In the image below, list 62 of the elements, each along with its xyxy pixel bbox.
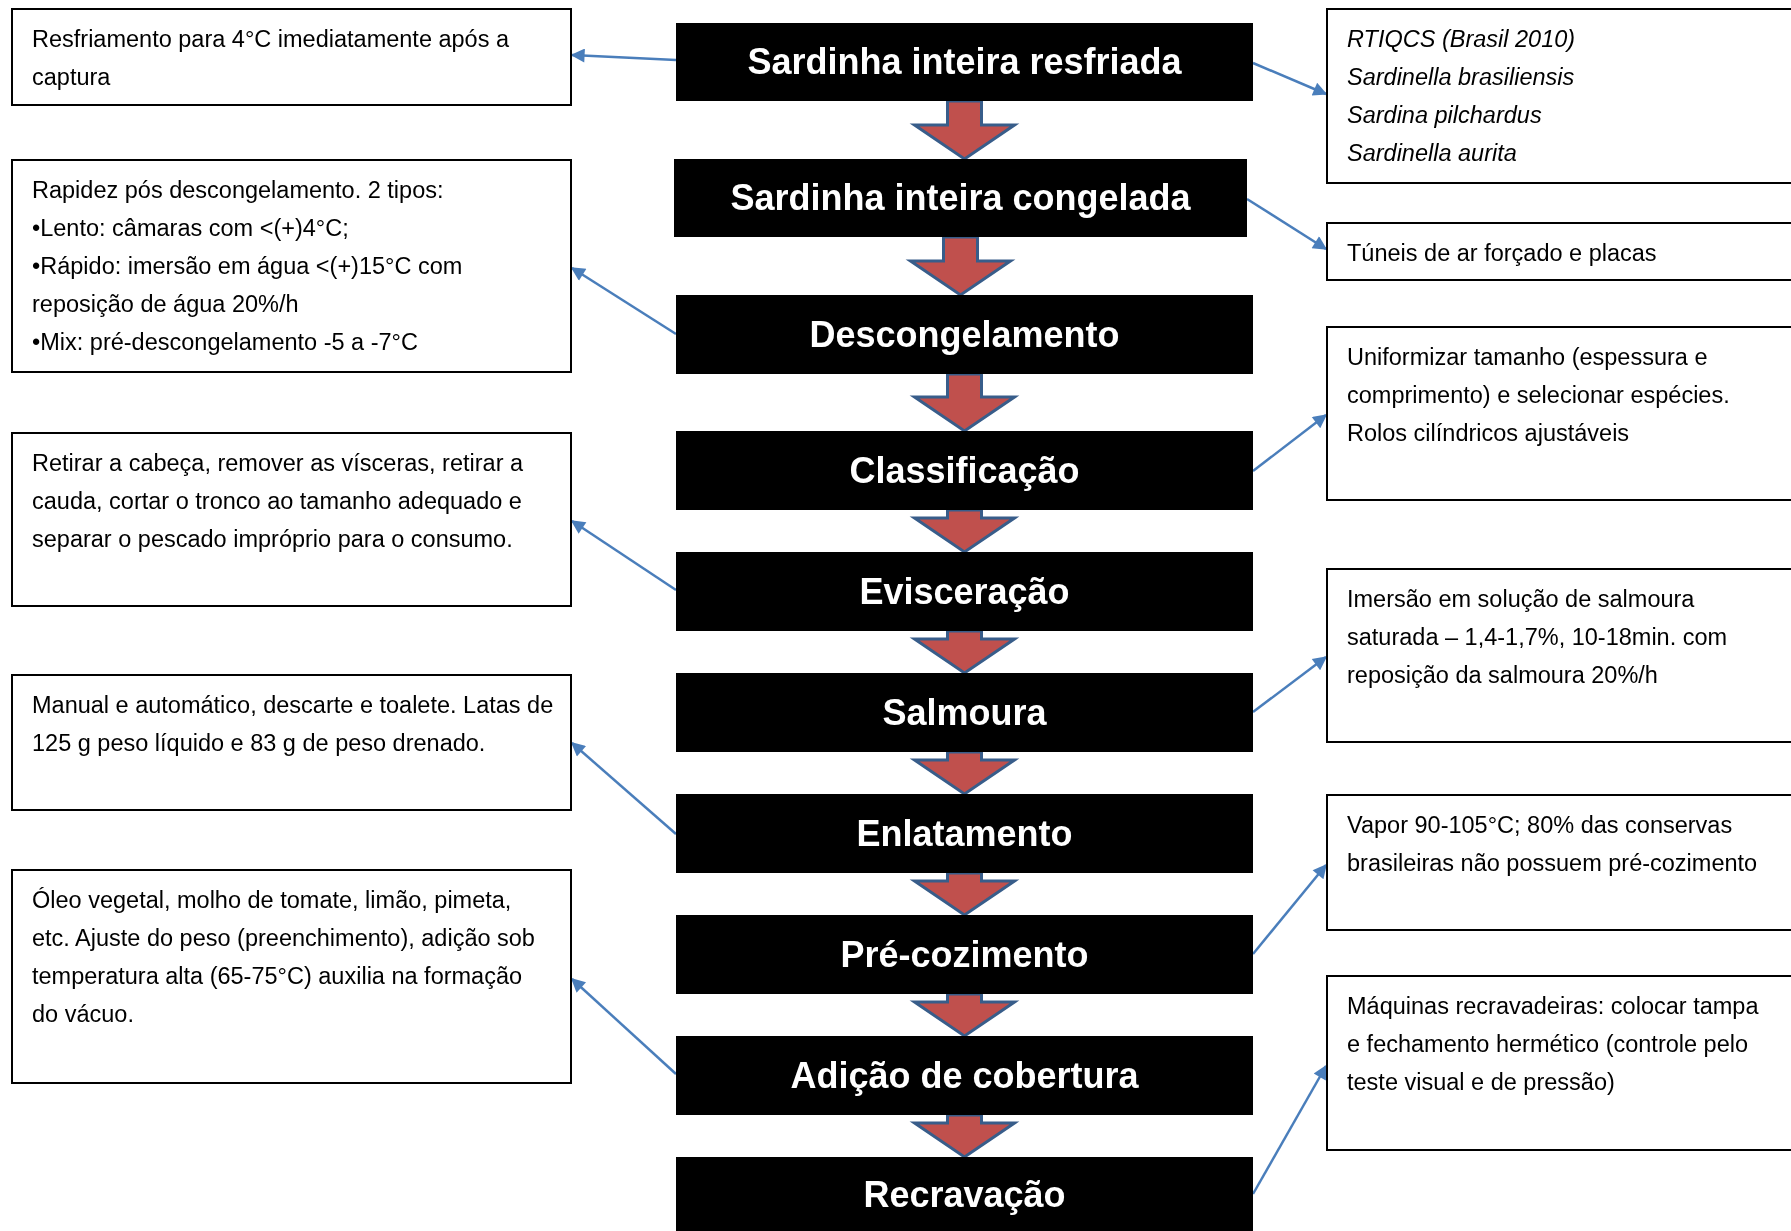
note-text: Rapidez pós descongelamento. 2 tipos: <box>32 176 445 205</box>
block-arrow <box>909 629 1020 675</box>
note-text: •Lento: câmaras com <(+)4°C; <box>32 214 350 243</box>
leader-arrow <box>1246 197 1328 251</box>
step-label: Adição de cobertura <box>790 1054 1139 1097</box>
note-box <box>1326 222 1791 281</box>
block-arrow <box>909 871 1020 917</box>
process-box <box>676 673 1253 752</box>
note-box <box>1326 794 1791 931</box>
note-box <box>11 159 572 373</box>
block-arrow <box>909 992 1020 1038</box>
note-text: Sardina pilchardus <box>1347 101 1543 130</box>
note-box <box>11 432 572 607</box>
leader-arrow <box>1252 414 1328 472</box>
note-text: Resfriamento para 4°C imediatamente após a captura <box>32 25 511 92</box>
note-text: Sardinella brasiliensis <box>1347 63 1576 92</box>
process-box <box>674 159 1247 237</box>
step-label: Descongelamento <box>809 313 1120 356</box>
process-box <box>676 23 1253 101</box>
note-text: •Mix: pré-descongelamento -5 a -7°C <box>32 328 419 357</box>
step-label: Sardinha inteira congelada <box>730 177 1191 219</box>
step-label: Sardinha inteira resfriada <box>747 41 1182 83</box>
note-box <box>1326 8 1791 184</box>
note-text: Túneis de ar forçado e placas <box>1347 239 1658 268</box>
note-text: RTIQCS (Brasil 2010) <box>1347 25 1577 54</box>
note-text: Imersão em solução de salmoura saturada – 1,4-1,7%, 10-18min. com reposição da salmoura 20%/h <box>1347 585 1729 690</box>
note-text: •Rápido: imersão em água <(+)15°C com reposição de água 20%/h <box>32 252 464 319</box>
note-text: Retirar a cabeça, remover as vísceras, retirar a cauda, cortar o tronco ao tamanho adequado e separar o pescado impróprio para o consumo. <box>32 449 525 554</box>
note-box <box>11 8 572 106</box>
note-text: Sardinella aurita <box>1347 139 1518 168</box>
process-box <box>676 794 1253 873</box>
process-box <box>676 1157 1253 1231</box>
process-box <box>676 1036 1253 1115</box>
step-label: Recravação <box>863 1174 1066 1216</box>
process-box <box>676 295 1253 374</box>
leader-arrow <box>1252 656 1328 713</box>
block-arrow <box>909 508 1020 554</box>
note-text: Máquinas recravadeiras: colocar tampa e fechamento hermético (controle pelo teste visual e de pressão) <box>1347 992 1760 1097</box>
note-box <box>1326 975 1791 1151</box>
leader-arrow <box>1252 863 1327 955</box>
process-box <box>676 552 1253 631</box>
block-arrow <box>909 99 1020 161</box>
note-text: Uniformizar tamanho (espessura e comprimento) e selecionar espécies. Rolos cilíndricos ajustáveis <box>1347 343 1731 448</box>
block-arrow <box>909 372 1020 433</box>
block-arrow <box>905 235 1016 297</box>
leader-arrow <box>1252 61 1328 96</box>
step-label: Salmoura <box>882 691 1047 734</box>
note-box <box>11 674 572 811</box>
step-label: Enlatamento <box>856 812 1073 855</box>
step-label: Pré-cozimento <box>840 933 1089 976</box>
note-box <box>1326 568 1791 743</box>
note-text: Manual e automático, descarte e toalete. Latas de 125 g peso líquido e 83 g de peso drenado. <box>32 691 554 758</box>
block-arrow <box>909 750 1020 796</box>
process-box <box>676 915 1253 994</box>
step-label: Evisceração <box>859 570 1070 613</box>
block-arrow <box>909 1113 1020 1159</box>
note-text: Óleo vegetal, molho de tomate, limão, pimeta, etc. Ajuste do peso (preenchimento), adição sob temperatura alta (65-75°C) auxilia na formação do vácuo. <box>32 886 536 1029</box>
process-box <box>676 431 1253 510</box>
note-box <box>1326 326 1791 501</box>
note-text: Vapor 90-105°C; 80% das conservas brasileiras não possuem pré-cozimento <box>1347 811 1759 878</box>
note-box <box>11 869 572 1084</box>
step-label: Classificação <box>849 449 1080 492</box>
